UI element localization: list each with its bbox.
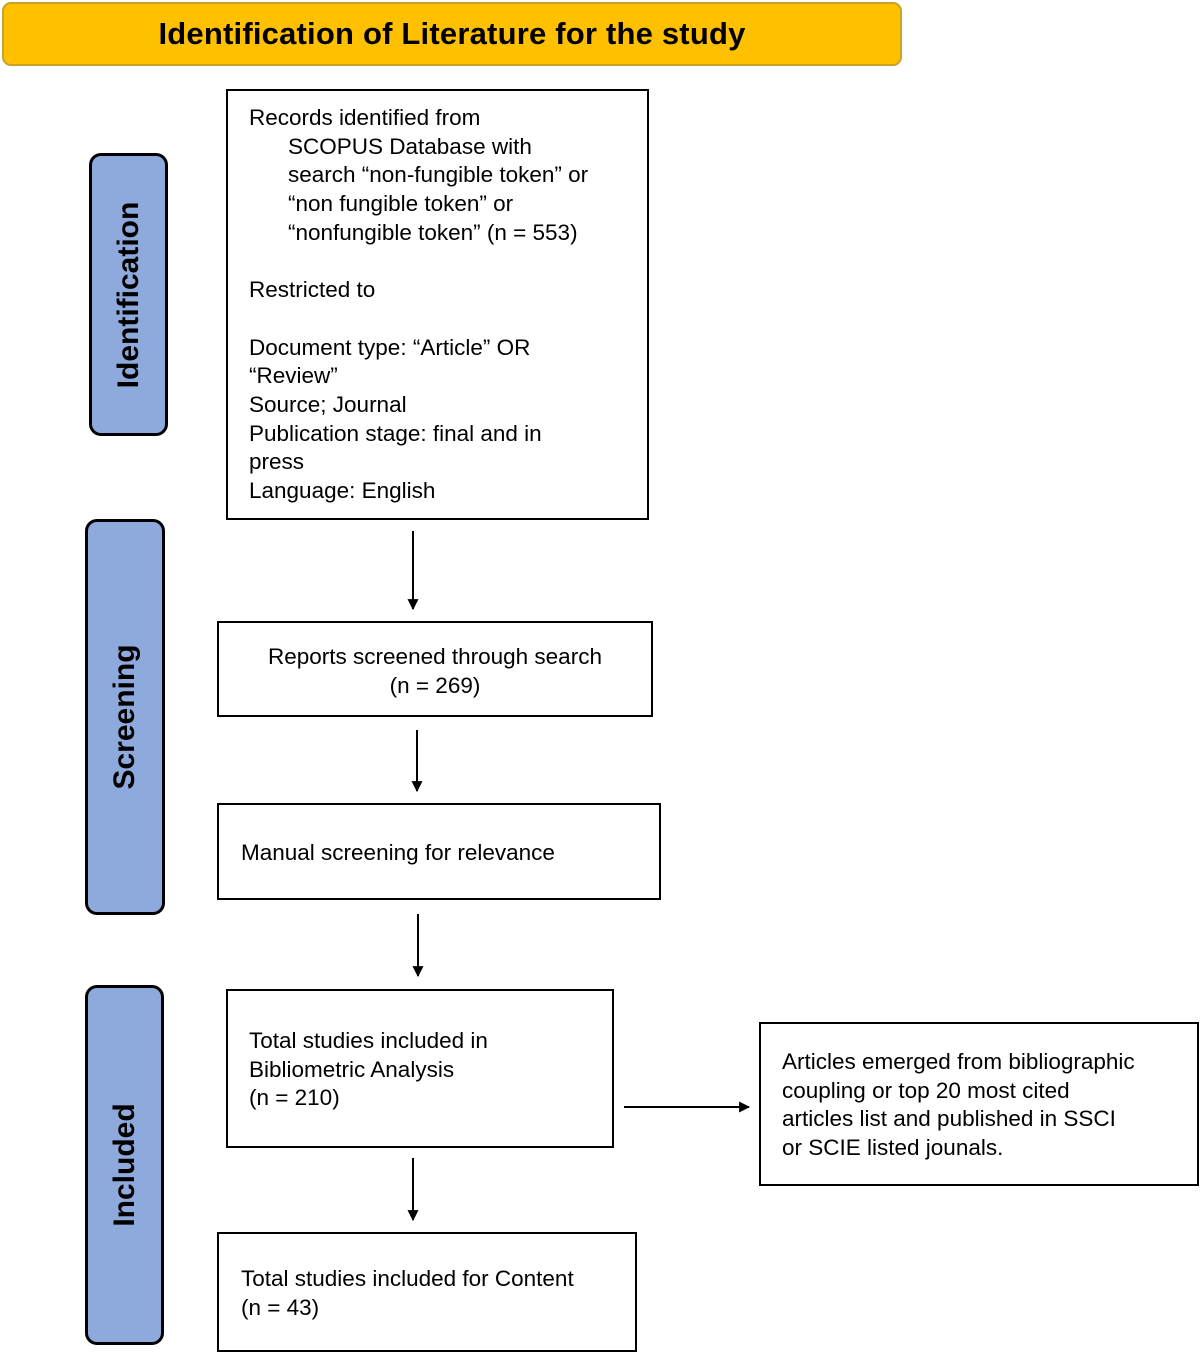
records-identified-box: Records identified from SCOPUS Database … <box>226 89 649 520</box>
articles-emerged-line: coupling or top 20 most cited <box>782 1077 1070 1103</box>
stage-identification: Identification <box>89 153 168 436</box>
content-studies-line: Total studies included for Content <box>241 1266 574 1291</box>
content-studies-count: (n = 43) <box>241 1294 320 1320</box>
bibliometric-count: (n = 210) <box>249 1085 340 1111</box>
manual-screening-line: Manual screening for relevance <box>241 840 555 865</box>
bibliometric-line: Total studies included in <box>249 1028 488 1053</box>
diagram-title-banner: Identification of Literature for the stu… <box>2 2 902 66</box>
records-line: Source; Journal <box>249 392 407 417</box>
records-line: press <box>249 449 305 475</box>
reports-screened-line: Reports screened through search <box>268 644 602 669</box>
records-line: SCOPUS Database with <box>288 133 532 159</box>
reports-screened-count: (n = 269) <box>389 672 481 698</box>
manual-screening-box: Manual screening for relevance <box>217 803 661 900</box>
diagram-title: Identification of Literature for the stu… <box>158 16 746 51</box>
articles-emerged-line: articles list and published in SSCI <box>782 1106 1116 1132</box>
records-line: “non fungible token” or <box>288 191 514 217</box>
records-line: Language: English <box>249 478 436 504</box>
reports-screened-box: Reports screened through search (n = 269… <box>217 621 653 717</box>
bibliometric-analysis-box: Total studies included in Bibliometric A… <box>226 989 614 1148</box>
records-line: Publication stage: final and in <box>249 420 542 446</box>
records-line: “nonfungible token” (n = 553) <box>288 219 578 245</box>
records-line: Records identified from <box>249 105 481 130</box>
stage-included: Included <box>85 985 164 1345</box>
articles-emerged-box: Articles emerged from bibliographic coup… <box>759 1022 1199 1186</box>
records-line: Document type: “Article” OR <box>249 334 531 360</box>
restricted-to-label: Restricted to <box>249 277 376 303</box>
content-studies-box: Total studies included for Content (n = … <box>217 1232 637 1352</box>
articles-emerged-line: or SCIE listed jounals. <box>782 1135 1004 1161</box>
bibliometric-line: Bibliometric Analysis <box>249 1056 455 1082</box>
stage-screening: Screening <box>85 519 165 915</box>
articles-emerged-line: Articles emerged from bibliographic <box>782 1049 1135 1074</box>
records-line: search “non-fungible token” or <box>288 162 589 188</box>
records-line: “Review” <box>249 363 338 389</box>
